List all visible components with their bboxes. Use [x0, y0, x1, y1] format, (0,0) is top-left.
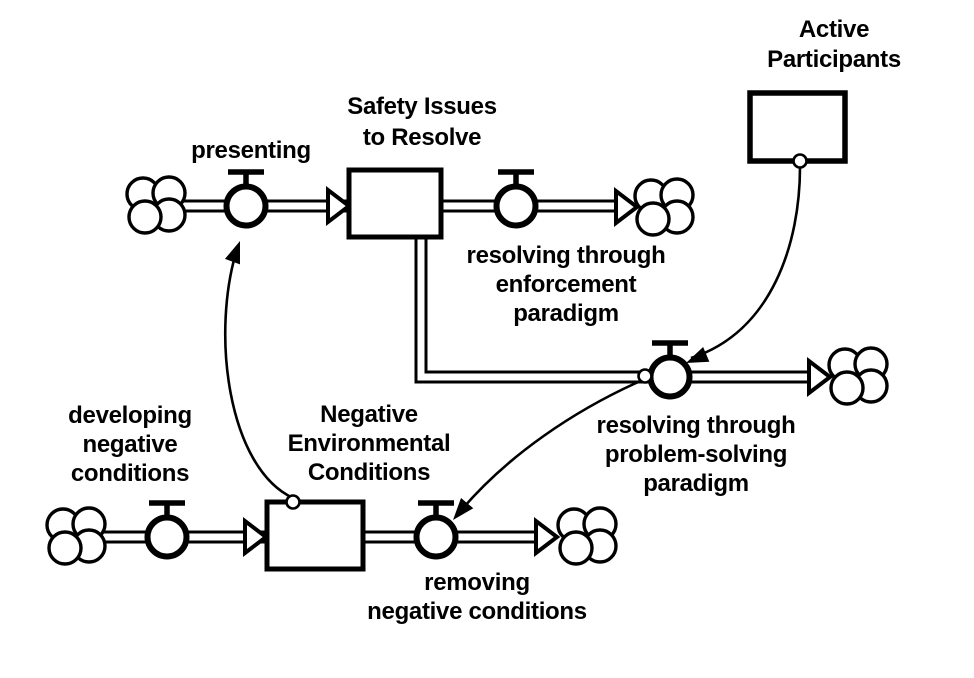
label-flow-developing: developing negative conditions	[68, 402, 192, 487]
valve-presenting[interactable]	[223, 169, 269, 229]
flow-arrowhead-developing	[243, 516, 270, 558]
pipe-problem-solving-elbow[interactable]	[414, 236, 674, 384]
flow-arrowhead-problem-solving	[807, 356, 834, 398]
problem-solving-sink-cloud-icon[interactable]	[827, 346, 889, 406]
label-stock-safety-issues: Safety Issues to Resolve	[347, 93, 497, 151]
stock-safety-issues-to-resolve[interactable]	[346, 167, 444, 240]
label-flow-enforcement: resolving through enforcement paradigm	[466, 242, 666, 327]
connector-arrowhead	[453, 498, 474, 520]
label-flow-removing: removing negative conditions	[367, 569, 587, 625]
connector-anchor-circle	[792, 153, 808, 169]
label-flow-problem-solving: resolving through problem-solving paradi…	[596, 412, 796, 497]
valve-developing[interactable]	[144, 500, 190, 560]
valve-removing[interactable]	[413, 500, 459, 560]
presenting-source-cloud-icon[interactable]	[125, 175, 187, 235]
connector-arrowhead	[686, 347, 710, 363]
valve-enforcement[interactable]	[493, 169, 539, 229]
stock-negative-environmental-conditions[interactable]	[264, 499, 366, 572]
stock-active-participants[interactable]	[747, 90, 848, 164]
flow-arrowhead-presenting	[326, 185, 353, 227]
connector-active-participants-to-problem-solving[interactable]	[683, 153, 808, 371]
label-stock-negative-environmental-conditions: Negative Environmental Conditions	[287, 401, 451, 486]
label-flow-presenting: presenting	[191, 137, 311, 164]
connector-anchor-circle	[637, 368, 653, 384]
valve-problem-solving[interactable]	[647, 340, 693, 400]
removing-sink-cloud-icon[interactable]	[556, 506, 618, 566]
connector-negative-conditions-to-presenting[interactable]	[224, 238, 301, 510]
connector-arrowhead	[224, 241, 240, 265]
flow-arrowhead-enforcement	[614, 186, 641, 228]
enforcement-sink-cloud-icon[interactable]	[633, 177, 695, 237]
connector-anchor-circle	[285, 494, 301, 510]
flow-arrowhead-removing	[534, 516, 561, 558]
label-stock-active-participants: Active Participants	[767, 16, 901, 73]
connector-problem-solving-to-removing[interactable]	[447, 368, 653, 526]
developing-source-cloud-icon[interactable]	[45, 506, 107, 566]
